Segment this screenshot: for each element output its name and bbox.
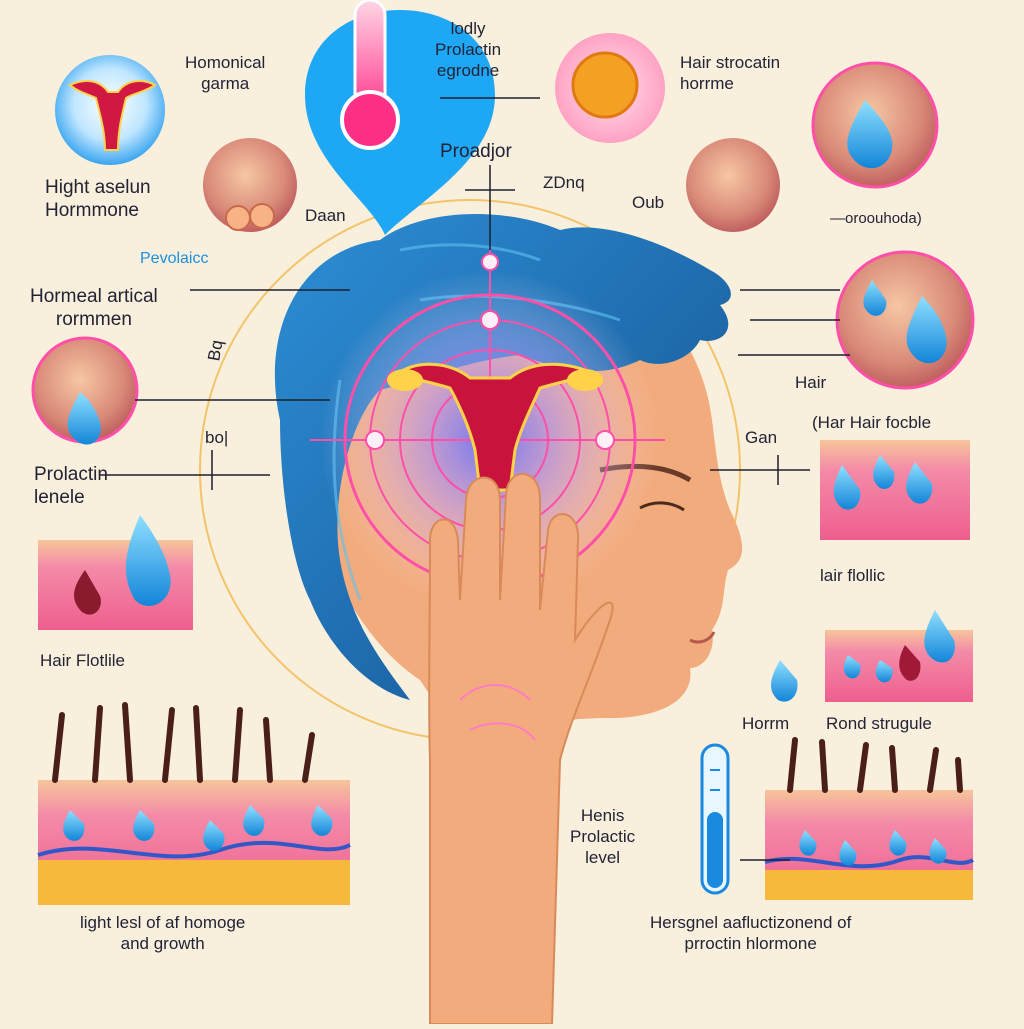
hair-strands-right [787, 737, 963, 793]
droplet-icon [863, 280, 887, 316]
label-zdnq: ZDnq [543, 173, 585, 192]
level-thermometer [700, 743, 730, 895]
cell-illustration [203, 138, 297, 232]
label-oub: Oub [632, 193, 665, 212]
cell-illustration [835, 250, 975, 390]
droplet-icon [847, 100, 893, 169]
skin-section-right-1 [820, 440, 970, 540]
droplet-icon [771, 660, 798, 702]
hand-symbol [459, 684, 536, 741]
droplets-left [63, 805, 333, 851]
label-pevolaicc: Pevolaicc [140, 250, 209, 267]
follicle-section-left [37, 780, 351, 905]
skin-section-right-2 [825, 610, 973, 702]
droplet-icon [67, 392, 101, 445]
uterus-disc-topleft [55, 55, 165, 165]
label-proadjor: Proadjor [440, 141, 512, 162]
leader-lines [100, 97, 850, 861]
hair-strands-left [52, 702, 315, 783]
skin-section-left [38, 515, 193, 630]
label-hair-right: Hair [795, 373, 827, 392]
droplet-icon [906, 296, 947, 364]
label-rond-strugule: Rond strugule [826, 714, 932, 733]
cell-illustration [686, 138, 780, 232]
target-node [365, 430, 385, 450]
uterus-center [387, 362, 603, 492]
target-node [595, 430, 615, 450]
thermometer-balloon [305, 0, 495, 235]
label-horrm: Horrm [742, 714, 790, 733]
label-gan: Gan [745, 428, 778, 447]
gland-illustration [571, 51, 639, 119]
droplets-right [799, 830, 947, 866]
mouth [689, 631, 716, 644]
hand [428, 473, 614, 1025]
target-node [480, 310, 500, 330]
label-daan: Daan [305, 206, 346, 225]
cell-illustration [225, 205, 251, 231]
label-oroduhoda: —oroouhoda) [830, 210, 922, 227]
label-lair-flollic: lair flollic [820, 566, 886, 585]
label-bo: bo| [205, 428, 229, 447]
label-hair-flotlile: Hair Flotlile [40, 651, 126, 670]
target-node [481, 253, 499, 271]
label-bq: Bq [204, 338, 227, 363]
label-har-hair-focble: (Har Hair focble [812, 413, 932, 432]
cell-illustration [249, 203, 275, 229]
follicle-section-right [764, 790, 974, 900]
